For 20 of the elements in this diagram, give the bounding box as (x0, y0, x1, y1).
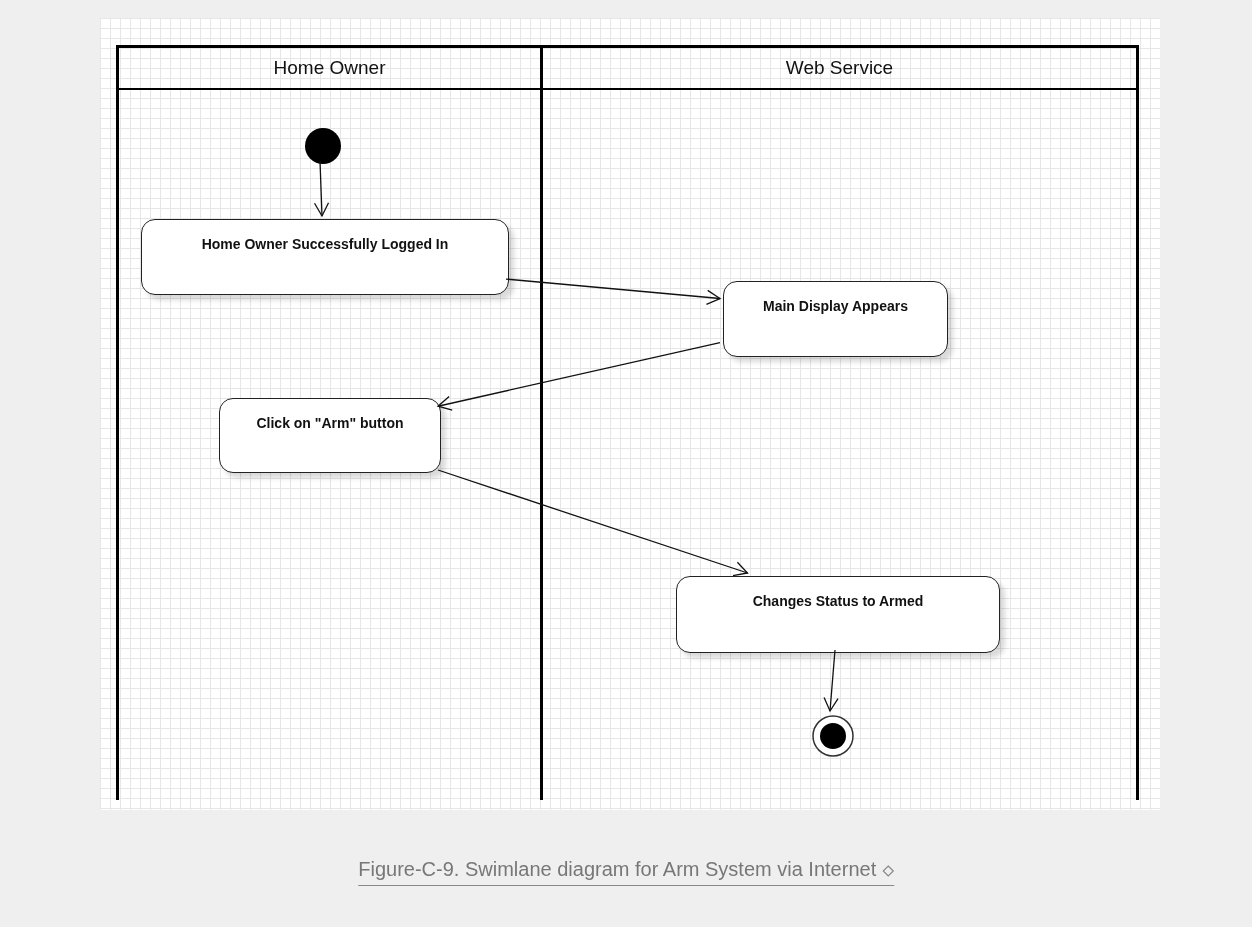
activity-label: Home Owner Successfully Logged In (201, 236, 449, 252)
activity-box (723, 281, 948, 357)
activity-box (676, 576, 1000, 653)
activity-label: Changes Status to Armed (752, 593, 924, 609)
swimlane (116, 45, 543, 800)
swimlane (540, 45, 1139, 800)
final-node (811, 714, 855, 758)
arrow (505, 278, 721, 305)
activity-label: Main Display Appears (763, 298, 908, 314)
arrow (823, 649, 839, 712)
arrow (437, 469, 749, 577)
activity-box (219, 398, 441, 473)
arrow (313, 160, 330, 217)
figure-caption: Figure-C-9. Swimlane diagram for Arm System via Internet (358, 858, 877, 880)
arrow (437, 341, 721, 411)
lane-header: Web Service (543, 48, 1136, 90)
activity-box (141, 219, 509, 295)
initial-node (305, 128, 341, 164)
activity-label: Click on "Arm" button (256, 415, 404, 431)
lane-header: Home Owner (119, 48, 540, 90)
